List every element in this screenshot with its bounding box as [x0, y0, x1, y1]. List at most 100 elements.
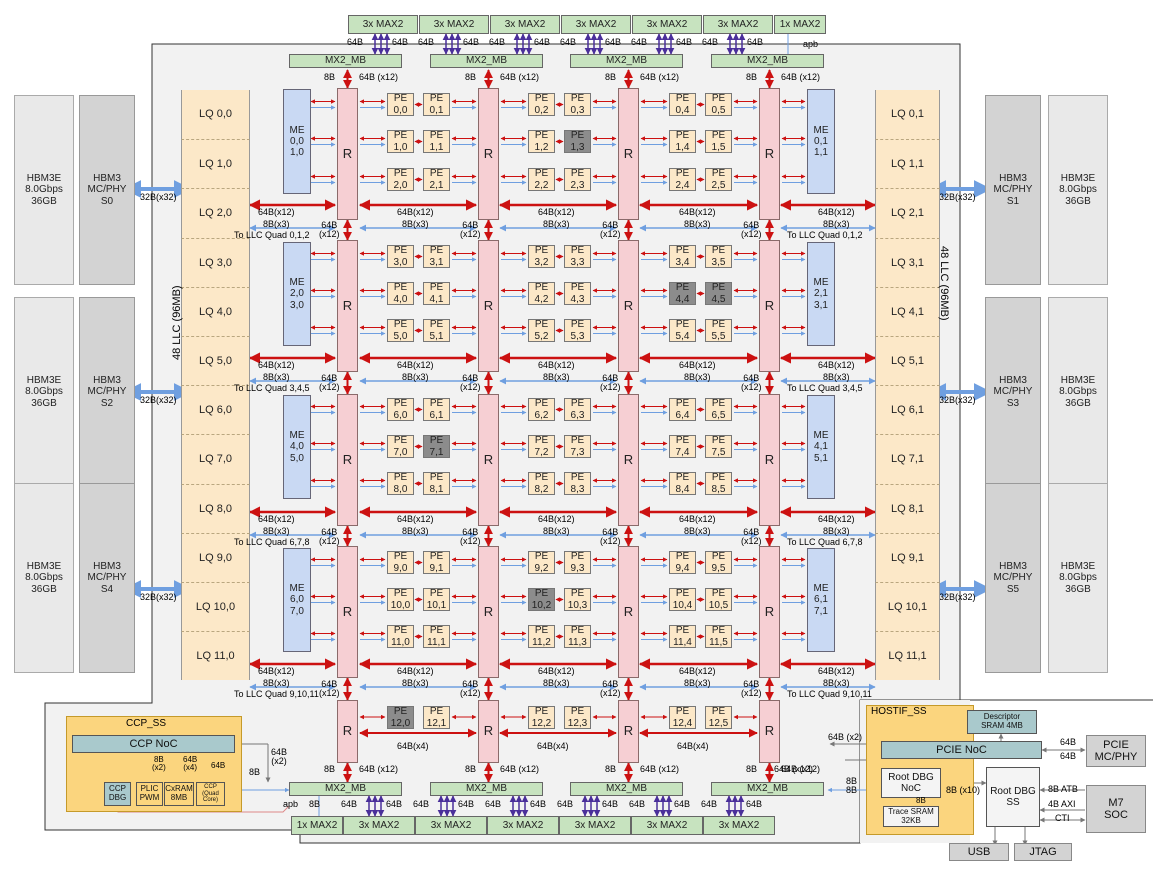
pcie-mc-phy: PCIE MC/PHY	[1086, 735, 1146, 767]
mx2-mb-top: MX2_MB	[711, 54, 824, 68]
llc-quad-label: To LLC Quad 0,1,2	[234, 230, 310, 240]
memory-engine-left: ME 6,0 7,0	[283, 548, 311, 652]
processing-element: PE 5,1	[423, 319, 450, 342]
mx2-mb-top: MX2_MB	[570, 54, 683, 68]
mesh-bw-label: 64B(x12)	[258, 514, 295, 524]
mesh-bw-label: 64B(x12)	[397, 514, 434, 524]
lq-cell-right: LQ 11,1	[875, 631, 940, 681]
mx2-mb-bottom: MX2_MB	[570, 782, 683, 796]
hostif-title: HOSTIF_SS	[871, 706, 927, 717]
processing-element: PE 0,0	[387, 93, 414, 116]
vertical-bw-label: 64B (x12)	[741, 679, 762, 698]
llc-quad-label: To LLC Quad 3,4,5	[787, 383, 863, 393]
mc-phy-right: HBM3 MC/PHY S3	[985, 297, 1041, 487]
router: R	[759, 700, 780, 763]
max2-bw-label: 64B	[602, 799, 619, 809]
processing-element: PE 12,1	[423, 706, 450, 729]
processing-element: PE 0,5	[705, 93, 732, 116]
max2-bw-label: 64B	[605, 37, 622, 47]
processing-element-disabled: PE 1,3	[564, 130, 591, 153]
router: R	[337, 240, 358, 372]
lq-cell-left: LQ 1,0	[181, 139, 250, 189]
mesh-bw-label: 8B(x3)	[543, 678, 570, 688]
lq-cell-left: LQ 9,0	[181, 532, 250, 582]
lq-cell-right: LQ 6,1	[875, 385, 940, 435]
processing-element: PE 7,5	[705, 435, 732, 458]
processing-element: PE 3,3	[564, 245, 591, 268]
router: R	[478, 394, 499, 526]
max2-bw-label: 64B	[631, 37, 648, 47]
vertical-bw-label: 64B (x12)	[741, 220, 762, 239]
router-bw-label: 64B (x12)	[359, 72, 399, 82]
processing-element: PE 9,4	[669, 551, 696, 574]
router: R	[478, 700, 499, 763]
processing-element-disabled: PE 7,1	[423, 435, 450, 458]
mesh-bw-label: 8B(x3)	[263, 526, 290, 536]
lq-cell-left: LQ 4,0	[181, 286, 250, 336]
processing-element: PE 12,5	[705, 706, 732, 729]
mesh-bw-label: 64B(x4)	[537, 741, 569, 751]
llc-quad-label: To LLC Quad 6,7,8	[787, 537, 863, 547]
mesh-bw-label: 8B(x3)	[823, 372, 850, 382]
memory-engine-left: ME 2,0 3,0	[283, 242, 311, 346]
processing-element: PE 8,5	[705, 472, 732, 495]
lq-cell-right: LQ 9,1	[875, 532, 940, 582]
max2-bw-label: 64B	[747, 37, 764, 47]
descriptor-sram: Descriptor SRAM 4MB	[967, 710, 1037, 734]
processing-element: PE 4,3	[564, 282, 591, 305]
memory-engine-right: ME 6,1 7,1	[807, 548, 835, 652]
lq-cell-left: LQ 8,0	[181, 483, 250, 533]
mesh-bw-label: 64B(x12)	[258, 207, 295, 217]
mesh-bw-label: 64B(x12)	[397, 207, 434, 217]
processing-element: PE 6,3	[564, 398, 591, 421]
mesh-bw-label: 8B(x3)	[263, 219, 290, 229]
router: R	[759, 546, 780, 678]
hostif-bw: 8B (x10)	[946, 785, 981, 795]
vertical-bw-label: 64B (x12)	[319, 220, 340, 239]
hbm-stack-left: HBM3E 8.0Gbps 36GB	[14, 95, 74, 285]
router-bw-label: 8B	[746, 72, 758, 82]
router-bw-label: 64B (x12)	[359, 764, 399, 774]
router: R	[618, 700, 639, 763]
mesh-bw-label: 8B(x3)	[543, 372, 570, 382]
ccp-noc: CCP NoC	[72, 735, 235, 753]
ccp-dbg: CCP DBG	[104, 782, 131, 806]
processing-element: PE 1,2	[528, 130, 555, 153]
processing-element: PE 8,4	[669, 472, 696, 495]
mesh-bw-label: 64B(x12)	[538, 514, 575, 524]
vertical-bw-label: 64B (x12)	[460, 527, 481, 546]
root-dbg-ss: Root DBG SS	[986, 767, 1040, 827]
processing-element: PE 9,5	[705, 551, 732, 574]
llc-quad-label: To LLC Quad 0,1,2	[787, 230, 863, 240]
hbm-stack-left: HBM3E 8.0Gbps 36GB	[14, 483, 74, 673]
mesh-bw-label: 8B(x3)	[263, 678, 290, 688]
mesh-bw-label: 64B(x12)	[818, 207, 855, 217]
vertical-bw-label: 64B (x12)	[319, 679, 340, 698]
mc-phy-left: HBM3 MC/PHY S4	[79, 483, 135, 673]
lq-cell-right: LQ 2,1	[875, 188, 940, 238]
max2-cluster-bottom: 3x MAX2	[703, 816, 775, 835]
mesh-bw-label: 64B(x12)	[538, 207, 575, 217]
max2-single-top: 1x MAX2	[774, 15, 826, 34]
vertical-bw-label: 64B (x12)	[600, 220, 621, 239]
hostif-bw: 8B	[846, 776, 858, 786]
mesh-bw-label: 64B(x12)	[397, 666, 434, 676]
processing-element: PE 5,2	[528, 319, 555, 342]
mesh-bw-label: 64B(x12)	[538, 666, 575, 676]
mesh-bw-label: 8B(x3)	[402, 526, 429, 536]
mesh-bw-label: 8B(x3)	[263, 372, 290, 382]
processing-element: PE 1,0	[387, 130, 414, 153]
max2-bw-label: 64B	[458, 799, 475, 809]
max2-bw-label: 64B	[557, 799, 574, 809]
mesh-bw-label: 64B(x12)	[397, 360, 434, 370]
max2-bw-label: 64B	[463, 37, 480, 47]
mc-phy-right: HBM3 MC/PHY S5	[985, 483, 1041, 673]
processing-element: PE 2,4	[669, 168, 696, 191]
processing-element: PE 11,1	[423, 625, 450, 648]
mx2-mb-bottom: MX2_MB	[711, 782, 824, 796]
router-bw-label: 64B (x12)	[500, 72, 540, 82]
lq-cell-right: LQ 0,1	[875, 90, 940, 140]
mesh-bw-label: 64B(x4)	[677, 741, 709, 751]
mesh-bw-label: 8B(x3)	[823, 526, 850, 536]
lq-cell-right: LQ 7,1	[875, 434, 940, 484]
